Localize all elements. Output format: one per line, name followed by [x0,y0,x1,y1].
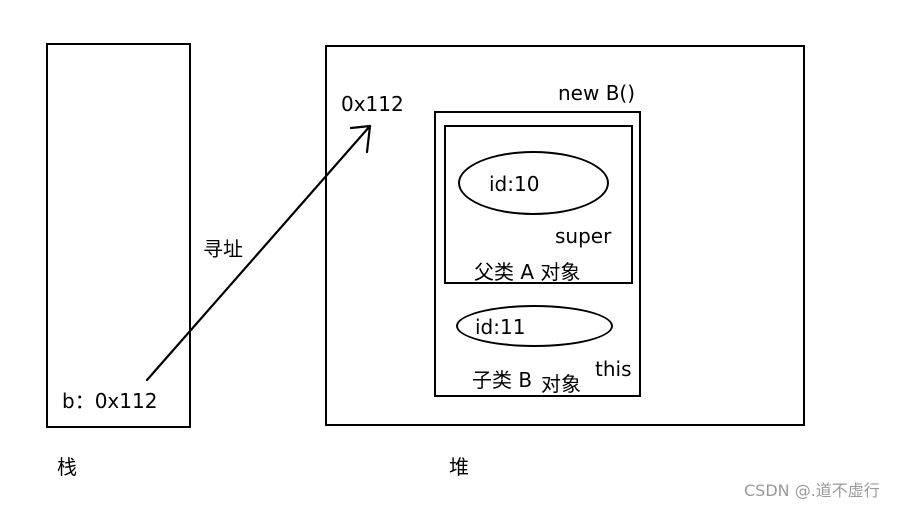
child-field-ellipse [456,305,613,347]
arrow-label: 寻址 [203,237,243,261]
child-field-label: id:11 [475,315,526,339]
heap-box [325,45,805,426]
child-caption-main: 子类 B [472,368,533,392]
stack-box [46,43,191,428]
stack-variable-label: b：0x112 [62,389,158,413]
stack-caption: 栈 [57,455,77,479]
parent-object-box [444,125,633,284]
parent-caption: 父类 A 对象 [474,260,581,284]
heap-caption: 堆 [449,455,469,479]
arrow-head [349,124,372,154]
object-label: new B() [558,81,636,105]
child-object-box [434,111,641,397]
child-caption-suffix: 对象 [541,372,581,396]
this-label: this [595,357,632,381]
watermark: CSDN @.道不虚行 [744,481,880,500]
heap-address-label: 0x112 [341,92,404,116]
super-label: super [555,224,612,248]
parent-field-label: id:10 [489,172,540,196]
parent-field-ellipse [458,151,609,215]
arrow-line [145,124,372,382]
